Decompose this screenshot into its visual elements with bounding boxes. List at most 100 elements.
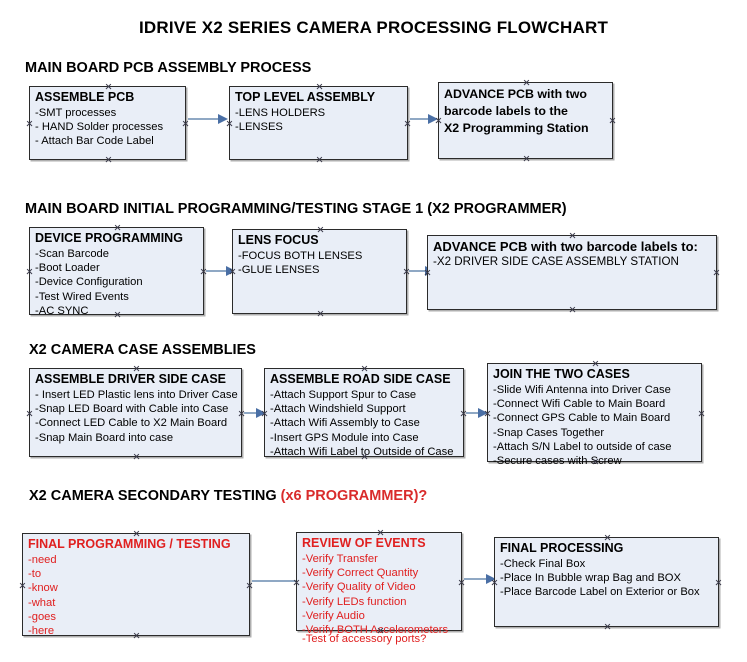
connector-handle-top[interactable] xyxy=(569,232,576,239)
connector-handle-left[interactable] xyxy=(293,579,300,586)
node-line: -Snap LED Board with Cable into Case xyxy=(35,403,229,416)
node-line: - Insert LED Plastic lens into Driver Ca… xyxy=(35,389,238,401)
connector-handle-left[interactable] xyxy=(435,117,442,124)
node-top-level-assembly[interactable]: TOP LEVEL ASSEMBLY -LENS HOLDERS -LENSES xyxy=(229,86,408,160)
arrow-assemble-pcb-to-top-level-assembly xyxy=(188,114,228,124)
section-heading-main-board-initial-programming: MAIN BOARD INITIAL PROGRAMMING/TESTING S… xyxy=(25,201,567,217)
node-title: REVIEW OF EVENTS xyxy=(302,536,426,550)
connector-handle-bottom[interactable] xyxy=(114,311,121,318)
arrow-final-programming-to-review-of-events xyxy=(252,580,298,582)
node-line: -LENSES xyxy=(235,121,283,134)
node-line: -Secure cases with Screw xyxy=(493,455,622,468)
connector-handle-top[interactable] xyxy=(592,360,599,367)
node-line: -FOCUS BOTH LENSES xyxy=(238,250,363,262)
connector-handle-top[interactable] xyxy=(361,365,368,372)
node-title: ASSEMBLE PCB xyxy=(35,90,135,104)
connector-handle-top[interactable] xyxy=(317,226,324,233)
node-body: -SMT processes - HAND Solder processes -… xyxy=(35,106,181,149)
connector-handle-top[interactable] xyxy=(377,529,384,536)
node-line: -Test Wired Events xyxy=(35,290,129,303)
node-device-programming[interactable]: DEVICE PROGRAMMING -Scan Barcode -Boot L… xyxy=(26,224,204,318)
node-advance-pcb-to-driver-side-case-station[interactable]: ADVANCE PCB with two barcode labels to: … xyxy=(427,235,717,310)
node-line: -SMT processes xyxy=(35,107,117,119)
node-review-of-events[interactable]: REVIEW OF EVENTS -Verify Transfer -Verif… xyxy=(293,529,462,645)
node-title: LENS FOCUS xyxy=(238,233,319,247)
node-line: -know xyxy=(28,582,58,595)
node-line: -Place Barcode Label on Exterior or Box xyxy=(500,586,700,599)
node-join-the-two-cases[interactable]: JOIN THE TWO CASES -Slide Wifi Antenna i… xyxy=(484,360,705,467)
node-line: -Device Configuration xyxy=(35,276,143,289)
connector-handle-left[interactable] xyxy=(26,268,33,275)
connector-handle-top[interactable] xyxy=(523,79,530,86)
node-title: FINAL PROCESSING xyxy=(500,541,624,555)
connector-handle-bottom[interactable] xyxy=(377,627,384,634)
arrow-top-level-assembly-to-advance-pcb xyxy=(410,114,438,124)
connector-handle-left[interactable] xyxy=(229,268,236,275)
connector-handle-left[interactable] xyxy=(26,120,33,127)
node-line: -Verify BOTH Accelerometers xyxy=(302,624,449,637)
node-assemble-road-side-case[interactable]: ASSEMBLE ROAD SIDE CASE -Attach Support … xyxy=(261,365,464,460)
connector-handle-top[interactable] xyxy=(105,83,112,90)
node-final-programming-testing[interactable]: FINAL PROGRAMMING / TESTING -need -to -k… xyxy=(19,530,250,639)
node-body: ADVANCE PCB with two barcode labels to t… xyxy=(444,86,608,137)
connector-handle-bottom[interactable] xyxy=(523,155,530,162)
connector-handle-top[interactable] xyxy=(133,365,140,372)
node-line: -Attach S/N Label to outside of case xyxy=(493,440,672,453)
connector-handle-left[interactable] xyxy=(491,579,498,586)
node-line: -need xyxy=(28,554,57,566)
node-assemble-pcb[interactable]: ASSEMBLE PCB -SMT processes - HAND Solde… xyxy=(29,86,186,160)
connector-handle-bottom[interactable] xyxy=(105,156,112,163)
node-line: -Connect LED Cable to X2 Main Board xyxy=(35,417,228,430)
node-line: -Attach Windshield Support xyxy=(270,403,406,416)
connector-handle-bottom[interactable] xyxy=(604,623,611,630)
node-line: -here xyxy=(28,625,55,638)
connector-handle-left[interactable] xyxy=(19,582,26,589)
arrow-road-side-case-to-join-the-two-cases xyxy=(466,408,488,418)
connector-handle-bottom[interactable] xyxy=(133,453,140,460)
connector-handle-bottom[interactable] xyxy=(592,458,599,465)
node-line: - HAND Solder processes xyxy=(35,121,164,134)
node-final-processing[interactable]: FINAL PROCESSING -Check Final Box -Place… xyxy=(494,537,719,627)
node-line: -Attach Wifi Label to Outside of Case xyxy=(270,445,454,458)
node-line: -Attach Support Spur to Case xyxy=(270,389,417,401)
node-line: -GLUE LENSES xyxy=(238,264,320,277)
node-line: -AC SYNC xyxy=(35,304,89,317)
connector-handle-bottom[interactable] xyxy=(361,453,368,460)
node-title: TOP LEVEL ASSEMBLY xyxy=(235,90,376,104)
connector-handle-left[interactable] xyxy=(484,410,491,417)
connector-handle-bottom[interactable] xyxy=(569,306,576,313)
node-line: -Slide Wifi Antenna into Driver Case xyxy=(493,384,671,396)
connector-handle-right[interactable] xyxy=(713,269,720,276)
connector-handle-left[interactable] xyxy=(26,410,33,417)
node-title: JOIN THE TWO CASES xyxy=(493,367,630,381)
node-lens-focus[interactable]: LENS FOCUS -FOCUS BOTH LENSES -GLUE LENS… xyxy=(232,229,407,314)
node-line: -Snap Cases Together xyxy=(493,426,605,439)
connector-handle-left[interactable] xyxy=(424,269,431,276)
connector-handle-top[interactable] xyxy=(604,534,611,541)
node-line: -X2 DRIVER SIDE CASE ASSEMBLY STATION xyxy=(433,255,679,268)
node-title: ASSEMBLE ROAD SIDE CASE xyxy=(270,372,451,386)
connector-handle-bottom[interactable] xyxy=(317,310,324,317)
connector-handle-top[interactable] xyxy=(133,530,140,537)
node-body: -Check Final Box -Place In Bubble wrap B… xyxy=(500,557,714,600)
connector-handle-right[interactable] xyxy=(698,410,705,417)
node-line: -Place In Bubble wrap Bag and BOX xyxy=(500,572,681,585)
connector-handle-left[interactable] xyxy=(226,120,233,127)
connector-handle-right[interactable] xyxy=(715,579,722,586)
node-line: -Verify Audio xyxy=(302,609,365,622)
connector-handle-right[interactable] xyxy=(609,117,616,124)
node-advance-pcb-to-x2-programming-station[interactable]: ADVANCE PCB with two barcode labels to t… xyxy=(438,82,613,159)
connector-handle-bottom[interactable] xyxy=(316,156,323,163)
node-line: -Insert GPS Module into Case xyxy=(270,431,419,444)
node-line: -Connect Wifi Cable to Main Board xyxy=(493,398,666,411)
node-body: -need -to -know -what -goes -here xyxy=(28,553,245,638)
connector-handle-left[interactable] xyxy=(261,410,268,417)
node-assemble-driver-side-case[interactable]: ASSEMBLE DRIVER SIDE CASE - Insert LED P… xyxy=(29,368,242,457)
connector-handle-top[interactable] xyxy=(316,83,323,90)
connector-handle-bottom[interactable] xyxy=(133,632,140,639)
node-body: -LENS HOLDERS -LENSES xyxy=(235,106,403,134)
section-heading-x2-camera-secondary-testing: X2 CAMERA SECONDARY TESTING (x6 PROGRAMM… xyxy=(29,488,427,504)
connector-handle-top[interactable] xyxy=(114,224,121,231)
node-line: -Snap Main Board into case xyxy=(35,431,174,444)
